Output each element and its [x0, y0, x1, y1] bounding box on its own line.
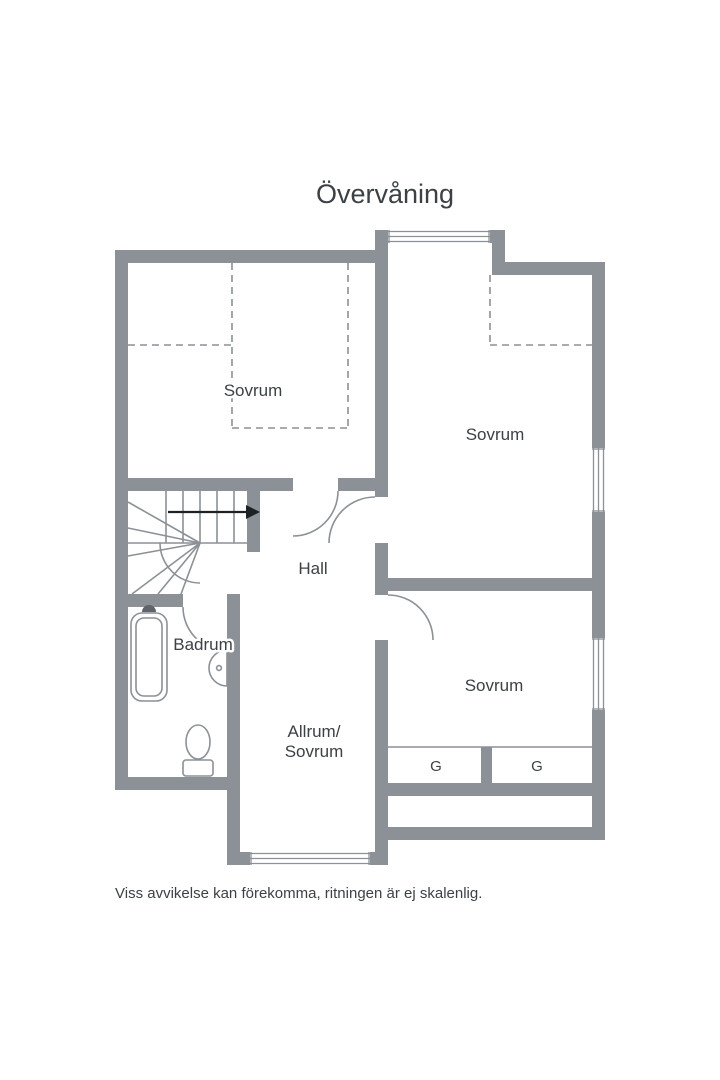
wall-allrum-bottom-left — [227, 852, 250, 865]
staircase — [127, 491, 260, 595]
door-arc-bedroom-top-right — [328, 496, 376, 544]
toilet — [182, 724, 214, 777]
room-label-bedroom-bottom-right: Sovrum — [465, 676, 524, 695]
window-right-upper — [592, 448, 605, 512]
wall-bathroom-top — [115, 594, 183, 607]
wall-center-vertical-lower — [375, 640, 388, 865]
room-label-bedroom-top-right: Sovrum — [466, 425, 525, 444]
room-label-hall: Hall — [298, 559, 327, 578]
page-title: Övervåning — [316, 179, 454, 209]
window-right-lower — [592, 638, 605, 710]
wall-top-left — [115, 250, 388, 263]
wall-stair-right — [247, 491, 260, 552]
closet-label-g-left: G — [430, 758, 442, 775]
wall-center-vertical-upper — [375, 230, 388, 497]
wall-right-outer — [592, 262, 605, 840]
wall-closet-south — [388, 783, 592, 796]
door-arc-bedroom-top-left — [292, 490, 339, 537]
room-label-bedroom-top-left: Sovrum — [224, 381, 283, 400]
room-label-bathroom: Badrum — [173, 635, 233, 654]
wall-tl-bedroom-bottom-left — [115, 478, 293, 491]
wall-bathroom-bottom — [115, 777, 240, 790]
window-top — [388, 230, 490, 243]
door-arcs — [182, 490, 434, 652]
wall-tl-bedroom-bottom-right — [338, 478, 375, 491]
room-label-allrum-line1: Allrum/ — [288, 722, 341, 741]
wall-allrum-left — [227, 594, 240, 865]
dashed-ceiling-height-lines — [128, 263, 592, 429]
closet-label-g-right: G — [531, 758, 543, 775]
wall-right-rooms-divider — [375, 578, 592, 591]
disclaimer-text: Viss avvikelse kan förekomma, ritningen … — [115, 885, 482, 902]
windows — [250, 230, 605, 865]
room-label-allrum-line2: Sovrum — [285, 742, 344, 761]
window-bottom — [250, 852, 370, 865]
wall-left-outer — [115, 250, 128, 790]
door-arc-bathroom — [182, 606, 228, 652]
wardrobes: G G — [388, 746, 592, 783]
faucet-icon — [142, 605, 156, 612]
walls — [115, 230, 605, 865]
wall-top-right — [492, 262, 605, 275]
bathtub — [130, 605, 168, 702]
wall-bottom-right — [388, 827, 605, 840]
sink — [208, 649, 228, 687]
bathroom-fixtures — [130, 605, 228, 777]
room-labels: Sovrum Sovrum Hall Badrum Allrum/ Sovrum… — [171, 379, 527, 764]
stair-direction-arrow-icon — [168, 505, 260, 519]
wardrobe-divider — [481, 747, 492, 783]
door-arc-bedroom-bottom-right — [387, 594, 434, 641]
